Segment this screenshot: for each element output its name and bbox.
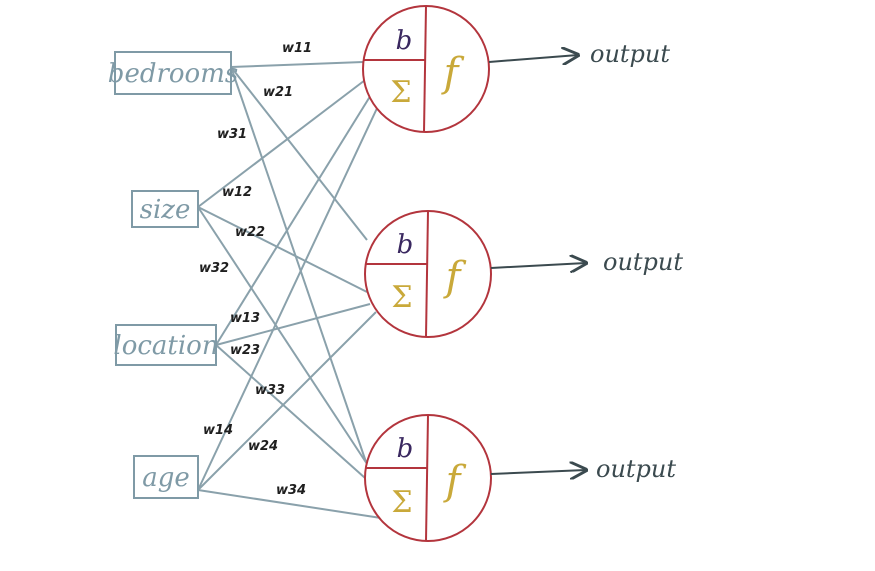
- connection-w14: [197, 103, 380, 491]
- connection-w33: [215, 344, 375, 487]
- neuron-divider: [425, 414, 429, 542]
- connection-w12: [197, 73, 374, 208]
- output-arrow: [488, 55, 578, 62]
- sum-symbol: Σ: [391, 280, 412, 315]
- bias-symbol: b: [396, 26, 413, 56]
- connection-w31: [230, 66, 367, 463]
- weight-label-w33: w33: [255, 383, 285, 398]
- input-box: [114, 51, 232, 95]
- bias-symbol: b: [397, 434, 414, 464]
- weight-label-w13: w13: [230, 311, 260, 326]
- bias-symbol: b: [397, 230, 414, 260]
- input-box: [133, 455, 199, 499]
- output-label: output: [590, 40, 670, 68]
- sum-symbol: Σ: [391, 485, 412, 520]
- weight-label-w22: w22: [235, 225, 265, 240]
- weight-label-w34: w34: [276, 483, 306, 498]
- output-label: output: [596, 455, 676, 483]
- weight-label-w31: w31: [217, 127, 247, 142]
- connection-w21: [230, 66, 368, 241]
- connection-w23: [215, 303, 371, 346]
- input-node-age: age: [133, 455, 199, 499]
- neuron-1: b Σ f: [362, 5, 490, 133]
- weight-labels: w11 w21 w31 w12 w22 w32 w13 w23 w33 w14 …: [199, 41, 312, 498]
- weight-label-w11: w11: [282, 41, 312, 56]
- input-node-size: size: [131, 190, 199, 228]
- neuron-3: b Σ f: [364, 414, 492, 542]
- output-3: output: [490, 455, 676, 483]
- weight-label-w12: w12: [222, 185, 252, 200]
- input-label-age: age: [142, 463, 190, 493]
- output-label: output: [603, 248, 683, 276]
- weight-label-w32: w32: [199, 261, 229, 276]
- input-box: [131, 190, 199, 228]
- input-node-bedrooms: bedrooms: [108, 51, 238, 95]
- input-label-bedrooms: bedrooms: [108, 59, 238, 89]
- neuron-divider: [423, 5, 427, 133]
- connection-w24: [197, 311, 377, 491]
- connection-w11: [230, 61, 364, 68]
- output-arrow: [490, 263, 586, 268]
- input-label-size: size: [140, 195, 191, 225]
- weight-label-w23: w23: [230, 343, 260, 358]
- weight-label-w14: w14: [203, 423, 233, 438]
- output-2: output: [490, 248, 683, 276]
- neuron-2: b Σ f: [364, 210, 492, 338]
- input-box: [115, 324, 217, 366]
- connection-w34: [197, 489, 382, 519]
- output-1: output: [488, 40, 670, 68]
- connection-w22: [197, 206, 368, 293]
- connection-w13: [215, 89, 375, 346]
- output-arrow: [490, 470, 586, 474]
- connection-w32: [197, 206, 372, 471]
- weight-label-w24: w24: [248, 439, 278, 454]
- weight-label-w21: w21: [263, 85, 293, 100]
- input-node-location: location: [113, 324, 219, 366]
- input-label-location: location: [113, 331, 218, 361]
- sum-symbol: Σ: [390, 75, 411, 110]
- connections-layer: [197, 61, 382, 519]
- neuron-divider: [425, 210, 429, 338]
